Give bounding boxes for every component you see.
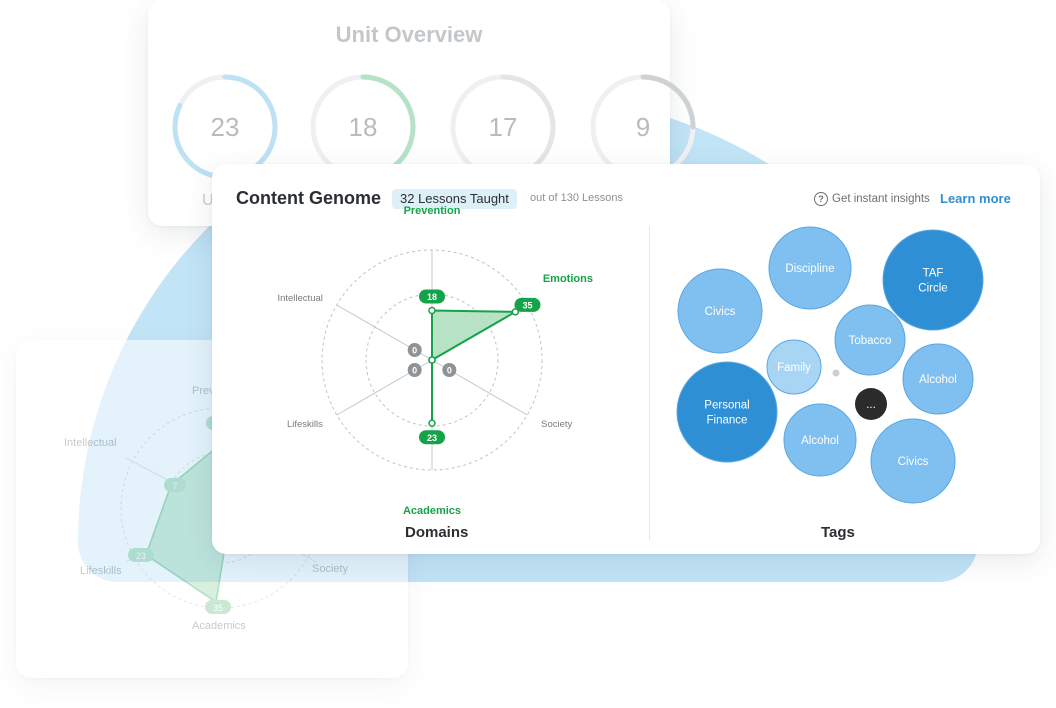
tag-dot: [832, 369, 840, 377]
tag-bubble[interactable]: Tobacco: [834, 304, 906, 376]
radar-axis-label: Emotions: [543, 273, 593, 285]
ring-value: 17: [488, 112, 518, 142]
radar-point: [428, 356, 436, 364]
tag-bubble[interactable]: Alcohol: [783, 403, 857, 477]
tag-bubble-label: Alcohol: [801, 435, 839, 447]
faded-value-label: 35: [213, 603, 223, 613]
tag-bubble-circle[interactable]: [855, 388, 887, 420]
tag-bubble-circle[interactable]: [677, 268, 763, 354]
tag-bubble-circle[interactable]: [882, 229, 984, 331]
insights-text: Get instant insights: [832, 193, 930, 205]
radar-value-pill: [419, 289, 445, 304]
ring-caption: U: [202, 192, 214, 209]
faded-value-pill: [205, 600, 231, 614]
tag-bubble-label: Family: [777, 362, 811, 374]
faded-value-pill: [128, 548, 154, 562]
radar-value-label: 35: [522, 300, 532, 310]
tag-bubble-circle[interactable]: [870, 418, 956, 504]
radar-value-pill: [419, 430, 445, 445]
content-genome-title: Content Genome: [236, 188, 382, 208]
tag-bubble[interactable]: Alcohol: [902, 343, 974, 415]
ring-value: 23: [210, 112, 240, 142]
radar-point: [511, 308, 520, 316]
tag-bubble[interactable]: Civics: [677, 268, 763, 354]
radar-value-label: 23: [427, 433, 437, 443]
faded-value-pill: [164, 478, 186, 492]
faded-value-label: 7: [172, 481, 177, 491]
faded-axis-label: Society: [312, 563, 349, 575]
tag-bubble[interactable]: Discipline: [768, 226, 852, 310]
radar-axis-label: Lifeskills: [287, 419, 323, 430]
tag-bubble-circle[interactable]: [676, 361, 778, 463]
radar-point: [428, 306, 436, 315]
radar-value-label: 0: [447, 366, 452, 376]
tag-bubble-label: ...: [866, 399, 876, 411]
radar-axis-label: Academics: [403, 505, 461, 517]
tag-bubble-label: Finance: [707, 415, 748, 427]
question-circle-icon: ?: [814, 192, 828, 206]
tag-bubble-label: Tobacco: [849, 335, 892, 347]
faded-axis-label: Intellectual: [64, 437, 117, 449]
tag-bubble-label: Circle: [918, 283, 947, 295]
tag-bubble-circle[interactable]: [766, 339, 822, 395]
radar-axis-label: Prevention: [404, 205, 461, 217]
domains-label: Domains: [405, 524, 469, 541]
ring-value: 18: [348, 112, 378, 142]
radar-value-label: 0: [412, 346, 417, 356]
tag-bubble-label: Personal: [704, 400, 749, 412]
section-divider: [649, 226, 650, 540]
radar-value-pill: [407, 343, 422, 357]
tag-bubble-label: Discipline: [785, 263, 834, 275]
lessons-total-text: out of 130 Lessons: [530, 192, 623, 204]
tag-bubble-label: Civics: [898, 456, 929, 468]
ring-progress: [590, 74, 696, 180]
lessons-taught-badge: 32 Lessons Taught: [392, 189, 517, 209]
radar-axis-label: Society: [541, 419, 572, 430]
faded-axis-label: Academics: [192, 620, 246, 632]
radar-value-pill: [514, 297, 541, 312]
learn-more-link[interactable]: Learn more: [940, 191, 1011, 206]
tag-bubble-label: Alcohol: [919, 374, 957, 386]
faded-axis-label: Lifeskills: [80, 565, 122, 577]
tag-bubble[interactable]: ...: [855, 388, 887, 420]
content-genome-card: Content Genome 32 Lessons Taught out of …: [212, 164, 1040, 554]
ring-value: 9: [635, 112, 651, 142]
radar-value-pill: [442, 363, 457, 377]
tag-bubble-circle[interactable]: [902, 343, 974, 415]
faded-axis-label: Prev: [192, 385, 215, 397]
tag-bubble[interactable]: TAF Circle: [882, 229, 984, 331]
tag-bubble[interactable]: Family: [766, 339, 822, 395]
radar-axis-label: Intellectual: [277, 293, 322, 304]
radar-value-label: 0: [412, 366, 417, 376]
faded-value-label: 23: [136, 551, 146, 561]
radar-value-label: 18: [427, 292, 437, 302]
tag-bubble-label: TAF: [923, 268, 944, 280]
tag-bubble-circle[interactable]: [834, 304, 906, 376]
radar-value-pill: [407, 363, 422, 377]
tag-bubble-circle[interactable]: [768, 226, 852, 310]
tag-bubble[interactable]: Civics: [870, 418, 956, 504]
tags-label: Tags: [821, 524, 855, 541]
tag-bubble-label: Civics: [705, 306, 736, 318]
radar-point: [428, 419, 436, 427]
unit-overview-title: Unit Overview: [335, 22, 483, 47]
tag-bubble-circle[interactable]: [783, 403, 857, 477]
radar-polygon: [431, 309, 519, 424]
